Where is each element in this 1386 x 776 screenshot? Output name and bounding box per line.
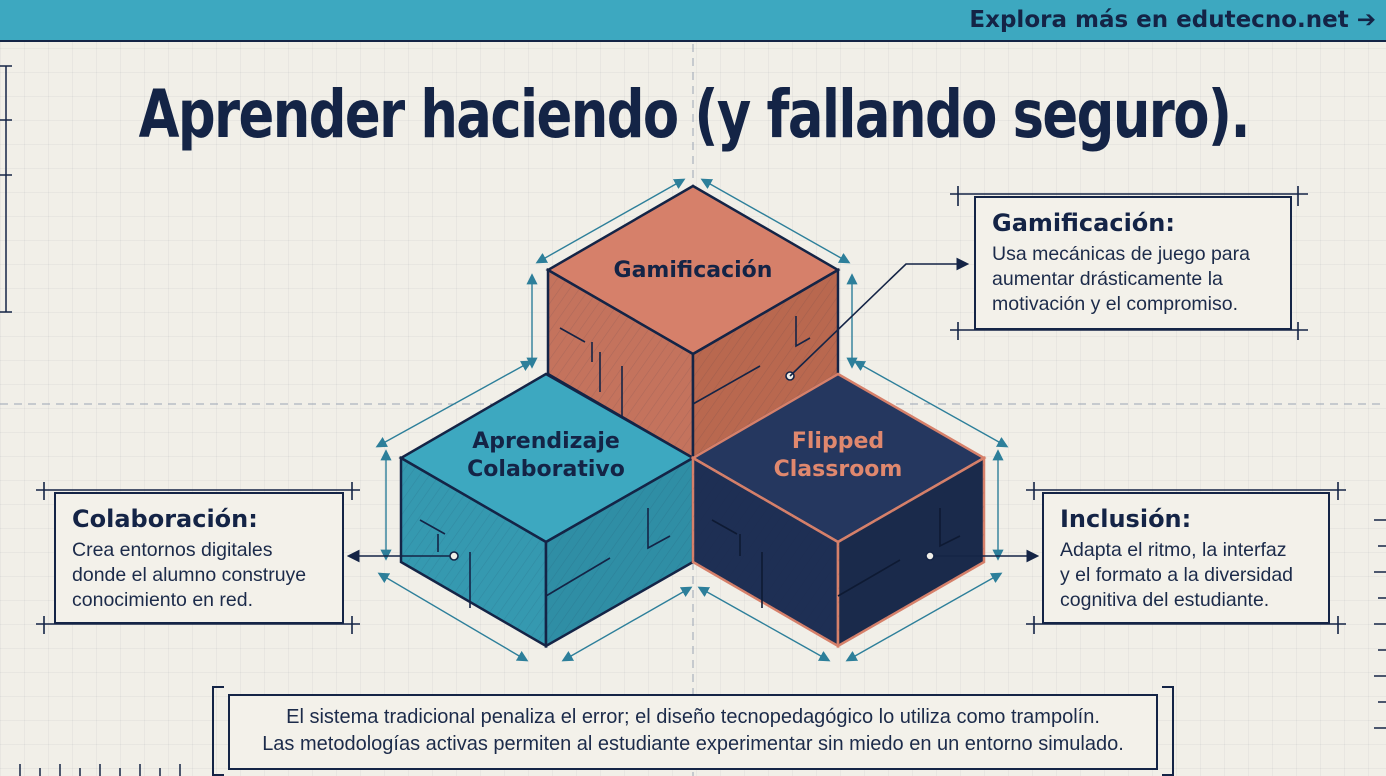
callout-colaboracion-heading: Colaboración: — [72, 505, 258, 533]
callout-colaboracion-line: donde el alumno construye — [72, 564, 307, 586]
cube-label-aprendizaje-line2: Colaborativo — [467, 457, 625, 482]
callout-inclusion-line: cognitiva del estudiante. — [1060, 589, 1270, 611]
footer-bracket-left — [212, 686, 224, 776]
callout-inclusion-heading: Inclusión: — [1060, 505, 1192, 533]
footer-bracket-right — [1162, 686, 1174, 776]
arrow-right-icon: ➔ — [1356, 7, 1376, 33]
callout-gamificacion-line: motivación y el compromiso. — [992, 293, 1238, 315]
callout-gamificacion-line: Usa mecánicas de juego para — [992, 243, 1250, 265]
callout-inclusion-line: Adapta el ritmo, la interfaz — [1060, 539, 1287, 561]
top-banner: Explora más en edutecno.net ➔ — [0, 0, 1386, 42]
cube-label-gamificacion: Gamificación — [593, 257, 793, 285]
cube-label-aprendizaje: Aprendizaje Colaborativo — [446, 428, 646, 484]
footer-summary: El sistema tradicional penaliza el error… — [228, 694, 1158, 770]
leader-lines — [346, 257, 1040, 563]
edutecno-link-text: Explora más en edutecno.net — [969, 7, 1349, 33]
cube-label-aprendizaje-line1: Aprendizaje — [472, 429, 620, 454]
bottom-ruler-ticks — [19, 764, 181, 776]
callout-gamificacion-line: aumentar drásticamente la — [992, 268, 1223, 290]
cube-label-flipped: Flipped Classroom — [738, 428, 938, 484]
callout-corner-marks — [36, 186, 1346, 634]
footer-line1: El sistema tradicional penaliza el error… — [286, 706, 1100, 728]
footer-line2: Las metodologías activas permiten al est… — [262, 733, 1124, 755]
dimension-lines — [375, 178, 1009, 662]
cube-label-flipped-line2: Classroom — [773, 457, 903, 482]
edutecno-link[interactable]: Explora más en edutecno.net ➔ — [969, 4, 1376, 36]
cube-label-flipped-line1: Flipped — [791, 429, 885, 454]
right-ruler-ticks — [1374, 519, 1386, 729]
callout-gamificacion: Gamificación: Usa mecánicas de juego par… — [974, 196, 1292, 330]
callout-colaboracion-line: Crea entornos digitales — [72, 539, 273, 561]
callout-inclusion: Inclusión: Adapta el ritmo, la interfaz … — [1042, 492, 1330, 624]
cube-label-gamificacion-text: Gamificación — [613, 258, 773, 283]
callout-gamificacion-heading: Gamificación: — [992, 209, 1175, 237]
callout-colaboracion: Colaboración: Crea entornos digitales do… — [54, 492, 344, 624]
callout-colaboracion-line: conocimiento en red. — [72, 589, 254, 611]
callout-inclusion-line: y el formato a la diversidad — [1060, 564, 1294, 586]
page-title: Aprender haciendo (y fallando seguro). — [138, 76, 1251, 153]
